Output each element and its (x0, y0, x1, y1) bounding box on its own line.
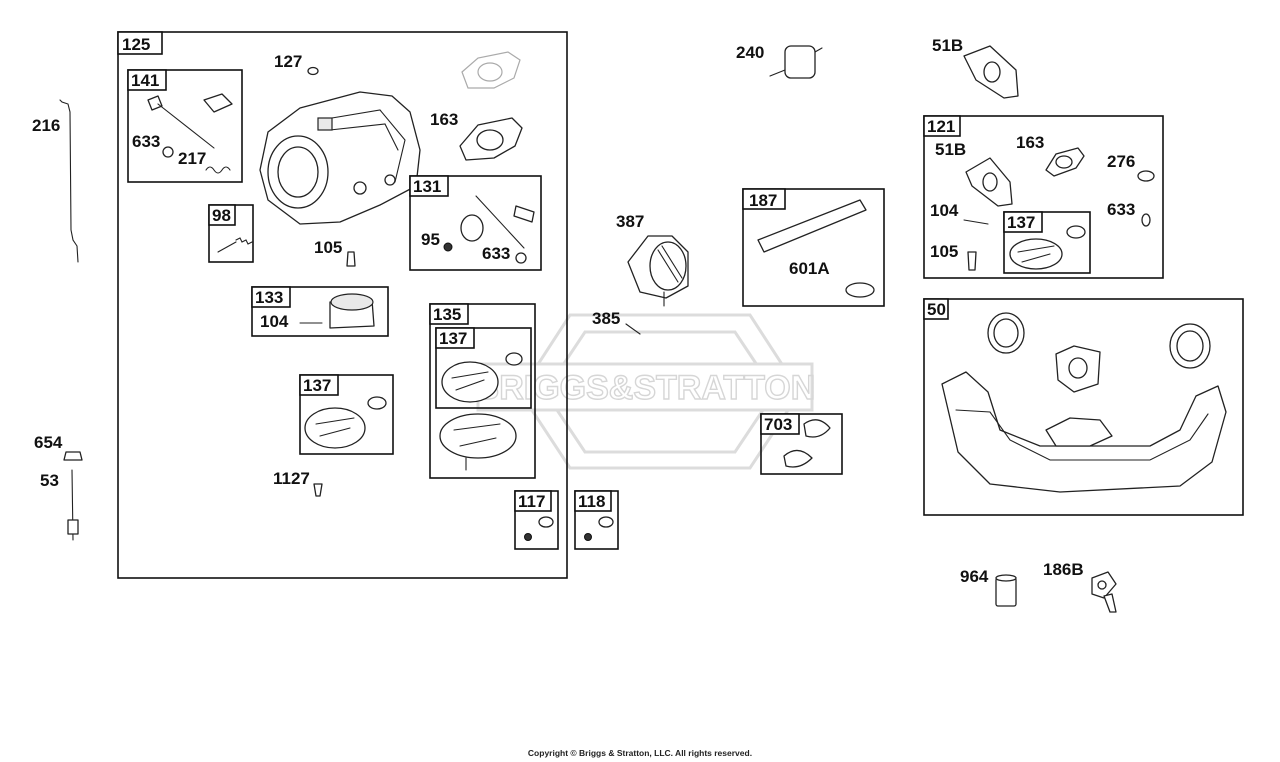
label-654: 654 (34, 433, 63, 452)
label-51B-top: 51B (932, 36, 963, 55)
label-964: 964 (960, 567, 989, 586)
assembly-131[interactable]: 131 95 633 (409, 175, 542, 271)
part-654-nut[interactable]: 654 (34, 433, 83, 461)
label-95: 95 (421, 230, 440, 249)
part-105-screw[interactable]: 105 (314, 238, 356, 267)
label-1127: 1127 (273, 469, 310, 488)
box-label-133: 133 (255, 288, 283, 307)
label-633-121: 633 (1107, 200, 1135, 219)
assembly-133[interactable]: 133 104 (251, 286, 389, 337)
assembly-135[interactable]: 135 137 (429, 303, 536, 479)
label-240: 240 (736, 43, 764, 62)
box-label-135: 135 (433, 305, 461, 324)
label-276: 276 (1107, 152, 1135, 171)
box-label-121: 121 (927, 117, 955, 136)
box-label-117: 117 (518, 492, 545, 511)
label-104-121: 104 (930, 201, 959, 220)
part-163-gasket[interactable]: 163 (430, 110, 523, 161)
part-387-fuel-pump[interactable]: 387 (616, 212, 689, 307)
box-label-137-in-121: 137 (1007, 213, 1035, 232)
assembly-117[interactable]: 117 (514, 490, 559, 550)
assembly-118[interactable]: 118 (574, 490, 619, 550)
box-label-50: 50 (927, 300, 946, 319)
assembly-703[interactable]: 703 (760, 413, 843, 475)
label-385: 385 (592, 309, 620, 328)
part-964-spacer[interactable]: 964 (960, 567, 1017, 607)
label-51B-121: 51B (935, 140, 966, 159)
part-1127-screw[interactable]: 1127 (273, 469, 323, 497)
label-186B: 186B (1043, 560, 1084, 579)
part-gasket-faint[interactable] (461, 51, 521, 89)
copyright-notice: Copyright © Briggs & Stratton, LLC. All … (527, 748, 753, 758)
assembly-141[interactable]: 141 633 217 (127, 69, 243, 183)
label-216: 216 (32, 116, 60, 135)
part-carburetor-body[interactable] (259, 91, 421, 225)
briggs-stratton-watermark: BRIGGS&STRATTON (474, 313, 816, 470)
box-label-137-in-135: 137 (439, 329, 467, 348)
assembly-50[interactable]: 50 (923, 298, 1244, 516)
box-label-131: 131 (413, 177, 441, 196)
label-163-121: 163 (1016, 133, 1044, 152)
assembly-187[interactable]: 187 601A (742, 188, 885, 307)
part-186B-fitting[interactable]: 186B (1043, 560, 1117, 613)
label-217: 217 (178, 149, 206, 168)
label-127: 127 (274, 52, 302, 71)
part-53-stud[interactable]: 53 (40, 469, 79, 541)
box-label-187: 187 (749, 191, 777, 210)
part-240-fuel-filter[interactable]: 240 (736, 43, 823, 79)
label-53: 53 (40, 471, 59, 490)
label-104-133: 104 (260, 312, 289, 331)
part-216-choke-link[interactable]: 216 (32, 99, 79, 263)
assembly-125[interactable]: 125 (117, 31, 568, 579)
part-51B-gasket[interactable]: 51B (932, 36, 1019, 99)
box-label-125: 125 (122, 35, 150, 54)
label-105-121: 105 (930, 242, 958, 261)
assembly-137[interactable]: 137 (299, 374, 394, 455)
box-label-703: 703 (764, 415, 792, 434)
box-label-137: 137 (303, 376, 331, 395)
box-label-141: 141 (131, 71, 159, 90)
label-163-left: 163 (430, 110, 458, 129)
box-label-118: 118 (578, 492, 605, 511)
label-105-left: 105 (314, 238, 342, 257)
part-385-screw[interactable]: 385 (592, 309, 641, 335)
label-633-131: 633 (482, 244, 510, 263)
assembly-98[interactable]: 98 (208, 204, 254, 263)
assembly-121[interactable]: 121 51B 163 276 104 633 105 137 (923, 115, 1164, 279)
watermark-text: BRIGGS&STRATTON (475, 369, 816, 407)
box-label-98: 98 (212, 206, 231, 225)
label-387: 387 (616, 212, 644, 231)
label-601A: 601A (789, 259, 830, 278)
part-127-o-ring[interactable]: 127 (274, 52, 319, 76)
label-633-141: 633 (132, 132, 160, 151)
